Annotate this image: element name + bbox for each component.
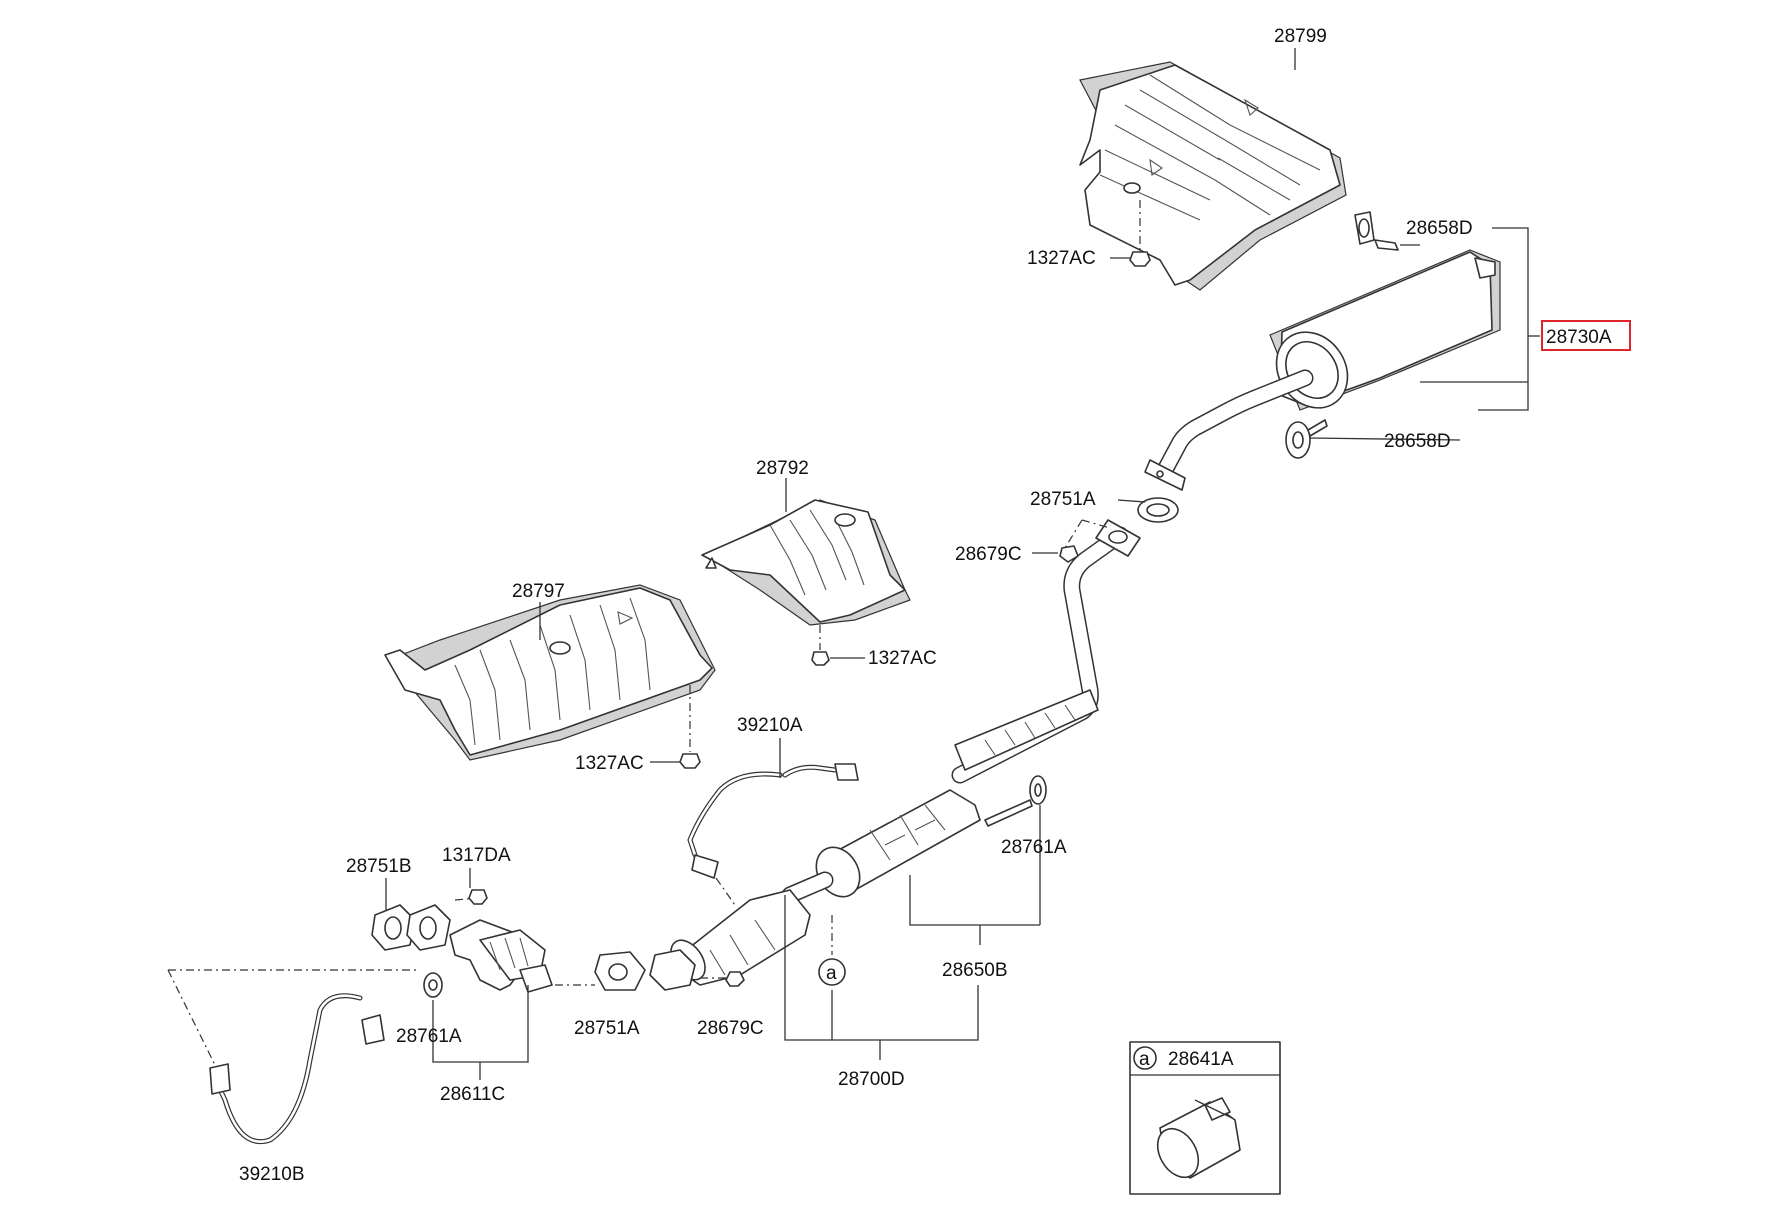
label-1327ac-front[interactable]: 1327AC — [575, 753, 644, 774]
nut-front-pipe — [700, 971, 745, 987]
label-28700d[interactable]: 28700D — [838, 1069, 905, 1090]
hanger-center — [984, 775, 1047, 925]
label-28761a-center[interactable]: 28761A — [1001, 837, 1067, 858]
heat-shield-front — [384, 584, 716, 761]
nut-front-shield — [679, 685, 701, 769]
hanger-top — [1354, 211, 1420, 251]
center-pipe — [951, 519, 1141, 784]
label-1327ac-rear[interactable]: 1327AC — [1027, 248, 1096, 269]
label-1317da[interactable]: 1317DA — [442, 845, 511, 866]
label-28730a[interactable]: 28730A — [1546, 327, 1612, 348]
hanger-bottom — [1285, 419, 1328, 459]
gasket-front-pipe — [594, 949, 696, 991]
label-28751b[interactable]: 28751B — [346, 856, 412, 877]
label-28751a-front[interactable]: 28751A — [574, 1018, 640, 1039]
inset-letter: a — [1139, 1049, 1150, 1070]
label-28679c-front[interactable]: 28679C — [697, 1018, 764, 1039]
label-39210b[interactable]: 39210B — [239, 1164, 305, 1185]
callout-letter: a — [826, 963, 837, 984]
label-28611c[interactable]: 28611C — [440, 1084, 505, 1105]
hanger-manifold — [423, 972, 443, 998]
rear-muffler — [1144, 249, 1501, 491]
oxygen-sensor-upper — [687, 763, 859, 906]
inset-part-number: 28641A — [1168, 1049, 1234, 1070]
label-28679c-center[interactable]: 28679C — [955, 544, 1022, 565]
inset-callout: a 28641A — [1133, 1046, 1234, 1070]
heat-shield-rear — [1079, 61, 1347, 291]
nut-center-shield — [811, 625, 830, 666]
nut-manifold — [454, 889, 488, 905]
nut-rear-shield — [1129, 200, 1151, 267]
label-28797[interactable]: 28797 — [512, 581, 565, 602]
highlight-box — [1541, 320, 1631, 351]
label-28751a-center[interactable]: 28751A — [1030, 489, 1096, 510]
gasket-center-pipe — [1137, 497, 1179, 523]
center-muffler — [781, 789, 981, 904]
nut-center-pipe — [1059, 519, 1111, 563]
gasket-manifold — [371, 904, 451, 951]
label-28658d-top[interactable]: 28658D — [1406, 218, 1473, 239]
heat-shield-center — [701, 499, 911, 626]
label-28761a-manifold[interactable]: 28761A — [396, 1026, 462, 1047]
label-39210a[interactable]: 39210A — [737, 715, 803, 736]
label-1327ac-center[interactable]: 1327AC — [868, 648, 937, 669]
label-28650b[interactable]: 28650B — [942, 960, 1008, 981]
label-28658d-bottom[interactable]: 28658D — [1384, 431, 1451, 452]
leader-lines — [385, 48, 1540, 1080]
oxygen-sensor-lower — [167, 969, 420, 1144]
clamp-callout: a — [818, 958, 846, 986]
label-28799[interactable]: 28799 — [1274, 26, 1327, 47]
catalytic-converter-front — [449, 919, 595, 993]
label-28792[interactable]: 28792 — [756, 458, 809, 479]
clamp-inset-box — [1129, 1041, 1281, 1195]
